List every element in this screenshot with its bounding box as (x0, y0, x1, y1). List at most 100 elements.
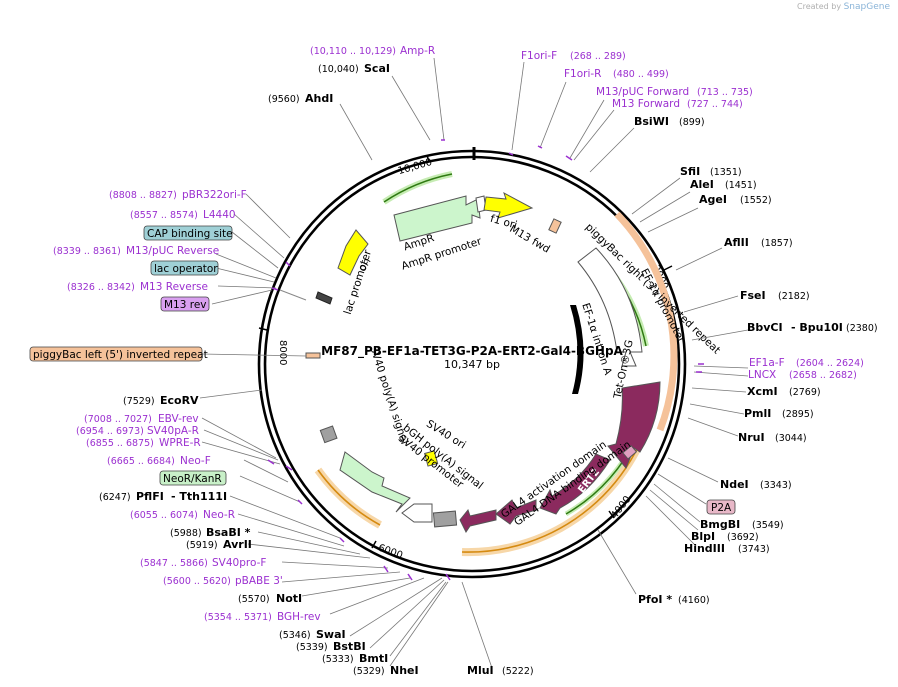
primer-pbabe3: pBABE 3' (235, 575, 283, 587)
primer-pbabe3-pos: (5600 .. 5620) (163, 576, 231, 587)
site-sfii: SfiI (680, 165, 700, 178)
site-xcmi: XcmI (747, 385, 778, 398)
neor-kanr-box (159, 470, 227, 486)
sv40-promoter-arrow (401, 503, 433, 523)
primer-f1ori-r: F1ori-R (564, 68, 601, 80)
lac-promoter-line (279, 289, 307, 301)
site-ndei: NdeI (720, 478, 749, 491)
site-alei-pos: (1451) (725, 180, 757, 191)
site-agei: AgeI (699, 193, 727, 206)
bgh-polya-box (432, 510, 458, 528)
site-hindiii-pos: (3743) (738, 544, 770, 555)
site-scai-pos: (10,040) (318, 64, 359, 75)
arc-ampr-outer-line (383, 173, 453, 203)
site-pfoi: PfoI * (638, 593, 672, 606)
gal4-act-arrow (459, 508, 497, 533)
neor-arrow (339, 451, 411, 513)
site-aflii: AflII (724, 236, 749, 249)
site-aflii-pos: (1857) (761, 238, 793, 249)
primer-f1ori-r-pos: (480 .. 499) (613, 69, 669, 80)
m13-rev-box (160, 296, 210, 312)
primer-marks (267, 139, 704, 581)
site-pfoi-pos: (4160) (678, 595, 710, 606)
snapgene-credit: Created by SnapGene (797, 2, 890, 12)
primer-l4440: L4440 (203, 209, 236, 221)
site-sfii-pos: (1351) (710, 167, 742, 178)
primer-l4440-pos: (8557 .. 8574) (130, 210, 198, 221)
primer-neo-r: Neo-R (203, 509, 235, 521)
primer-ef1a-f: EF1a-F (749, 357, 785, 369)
piggybac-left-box (305, 352, 321, 359)
ori-arrow (337, 229, 369, 276)
ef1a-promoter-arrow (577, 247, 643, 367)
primer-ampr-pos: (10,110 .. 10,129) (310, 46, 396, 57)
site-bstbi-pos: (5339) (296, 642, 328, 653)
site-nhei: NheI (390, 664, 419, 677)
site-ahdi: AhdI (305, 92, 333, 105)
site-bbvci-pos: (2380) (846, 323, 878, 334)
f1-ori-arrow (483, 191, 534, 219)
primer-ef1a-f-pos: (2604 .. 2624) (796, 358, 864, 369)
leader-lines (199, 57, 749, 669)
site-blpi-pos: (3692) (727, 532, 759, 543)
primer-pbr322-pos: (8808 .. 8827) (109, 190, 177, 201)
primer-neo-f-pos: (6665 .. 6684) (107, 456, 175, 467)
primer-wpre-r-pos: (6855 .. 6875) (86, 438, 154, 449)
label-ori: ori (356, 256, 373, 274)
site-nrui: NruI (738, 431, 765, 444)
site-alei: AleI (690, 178, 714, 191)
site-bmgbi: BmgBI (700, 518, 740, 531)
cap-binding-site-box (143, 225, 233, 241)
primer-f1ori-f-pos: (268 .. 289) (570, 51, 626, 62)
site-bsiwi-pos: (899) (679, 117, 705, 128)
ampr-arrow (393, 195, 481, 242)
site-ahdi-pos: (9560) (268, 94, 300, 105)
primer-lncx-pos: (2658 .. 2682) (789, 370, 857, 381)
backbone-outer (257, 149, 687, 579)
primer-f1ori-f: F1ori-F (521, 50, 557, 62)
ert2-arrow (539, 453, 611, 515)
site-pflfi: PflFI (136, 490, 164, 503)
ef1a-intron-bar (570, 305, 584, 394)
primer-neo-f: Neo-F (180, 455, 211, 467)
m13-rev-label: M13 rev (164, 299, 207, 311)
lac-operator-label: lac operator (154, 263, 218, 275)
site-bbvci: BbvCI (747, 321, 783, 334)
tick-marks (258, 154, 673, 549)
backbone-inner (263, 155, 681, 573)
site-ecorv-pos: (7529) (123, 396, 155, 407)
primer-pbr322: pBR322ori-F (182, 189, 247, 201)
tick-label-6000: 6000 (376, 543, 404, 562)
site-mlui: MluI (467, 664, 494, 677)
arc-ampr-outer (382, 171, 453, 205)
lac-operator-box (150, 260, 219, 276)
primer-sv40pa-r-pos: (6954 .. 6973) (76, 426, 144, 437)
site-pflfi-pos: (6247) (99, 492, 131, 503)
site-noti-pos: (5570) (238, 594, 270, 605)
arc-piggybac-right-outer (614, 211, 678, 432)
primer-lncx: LNCX (748, 369, 776, 381)
site-xcmi-pos: (2769) (789, 387, 821, 398)
site-bstbi: BstBI (333, 640, 366, 653)
piggybac-right-box (548, 218, 562, 234)
label-sv40-polya: SV40 poly(A) signal (367, 345, 410, 446)
arc-neo-outer-line (317, 469, 381, 526)
cap-binding-site-label: CAP binding site (147, 228, 233, 240)
piggybac-left-label-box (29, 346, 203, 362)
piggybac-left-label: piggyBac left (5') inverted repeat (33, 349, 208, 361)
sv40-polya-box (319, 425, 338, 444)
primer-m13puc-fwd: M13/pUC Forward (596, 86, 689, 98)
primer-m13-fwd: M13 Forward (612, 98, 680, 110)
primer-m13puc-rev: M13/pUC Reverse (126, 245, 219, 257)
site-scai: ScaI (364, 62, 390, 75)
primer-m13puc-rev-pos: (8339 .. 8361) (53, 246, 121, 257)
gal4-dbd-arrow (495, 499, 537, 525)
primer-m13-rev: M13 Reverse (140, 281, 208, 293)
site-avrii: AvrII (223, 538, 252, 551)
p2a-label: P2A (711, 502, 732, 514)
p2a-box (622, 445, 638, 460)
primer-bgh-rev: BGH-rev (277, 611, 321, 623)
site-hindiii: HindIII (684, 542, 725, 555)
site-bsabi-pos: (5988) (170, 528, 202, 539)
